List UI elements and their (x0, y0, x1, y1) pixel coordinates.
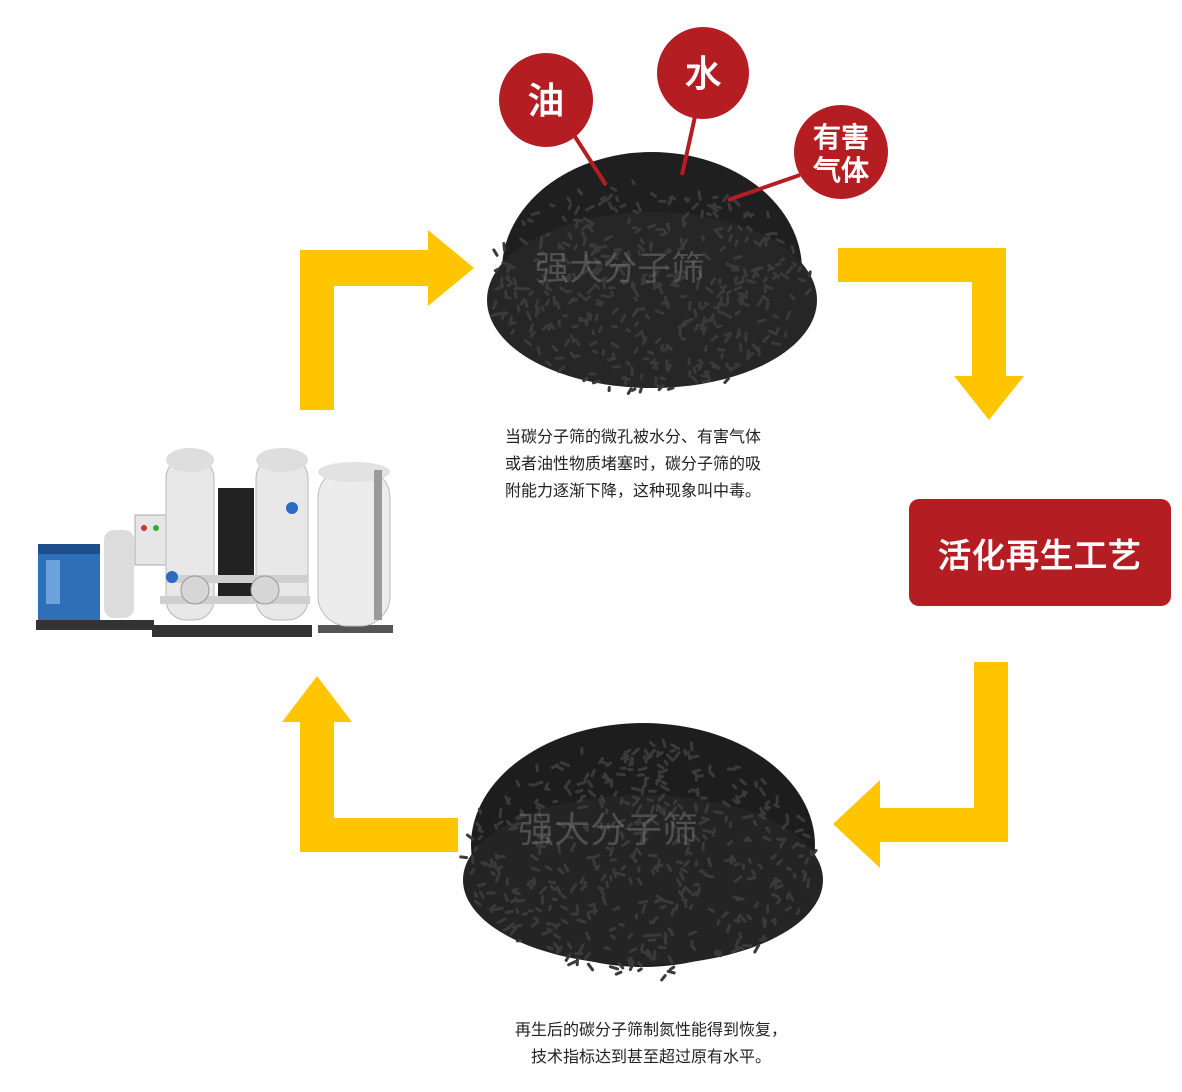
watermark-top: 强大分子筛 (535, 249, 705, 289)
contaminated-sieve-pile: 强大分子筛 (487, 152, 817, 395)
poisoning-caption-line3: 附能力逐渐下降，这种现象叫中毒。 (505, 481, 762, 500)
arrow-to-process-box (838, 248, 1024, 420)
oil-label: 油 (528, 81, 564, 122)
harmful-gas-label-1: 有害 (813, 121, 869, 154)
nitrogen-generator-equipment (36, 448, 393, 637)
poisoning-caption: 当碳分子筛的微孔被水分、有害气体 或者油性物质堵塞时，碳分子筛的吸 附能力逐渐下… (505, 423, 761, 504)
harmful-gas-label-2: 气体 (812, 154, 870, 187)
poisoning-caption-line1: 当碳分子筛的微孔被水分、有害气体 (505, 427, 762, 446)
arrow-to-equipment (282, 676, 458, 852)
regeneration-caption: 再生后的碳分子筛制氮性能得到恢复， 技术指标达到甚至超过原有水平。 (470, 1016, 832, 1070)
watermark-bottom: 强大分子筛 (518, 810, 698, 851)
water-bubble: 水 (657, 27, 749, 176)
regenerated-sieve-pile: 强大分子筛 (459, 723, 823, 982)
regeneration-caption-line2: 技术指标达到甚至超过原有水平。 (530, 1047, 771, 1066)
harmful-gas-bubble: 有害 气体 (727, 105, 888, 202)
regeneration-caption-line1: 再生后的碳分子筛制氮性能得到恢复， (514, 1020, 787, 1039)
regeneration-process-box: 活化再生工艺 (909, 499, 1171, 606)
water-label: 水 (685, 54, 722, 95)
poisoning-caption-line2: 或者油性物质堵塞时，碳分子筛的吸 (505, 454, 762, 473)
oil-bubble: 油 (499, 53, 608, 187)
arrow-to-top-pile (300, 230, 474, 410)
arrow-to-bottom-pile (833, 662, 1008, 868)
